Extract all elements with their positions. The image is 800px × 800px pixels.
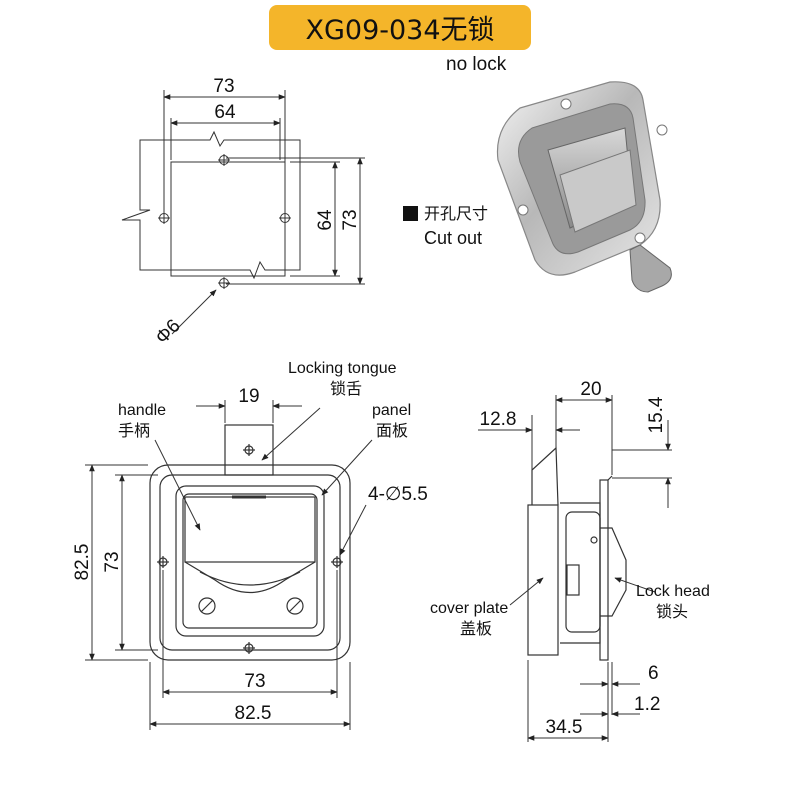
label-tongue-en: Locking tongue	[288, 360, 397, 377]
side-dim-20: 20	[580, 379, 601, 400]
label-handle-cn: 手柄	[118, 421, 150, 440]
side-view	[478, 395, 672, 742]
mounting-holes	[157, 444, 343, 654]
front-view	[85, 400, 373, 730]
front-dim-holes: 4-∅5.5	[368, 484, 428, 505]
flange	[599, 479, 609, 661]
product-title: XG09-034无锁	[305, 15, 495, 46]
front-dim-82-5-v: 82.5	[72, 544, 93, 581]
front-dim-82-5-h: 82.5	[235, 703, 272, 724]
cutout-dim-hole: Φ6	[152, 315, 185, 348]
subtitle: no lock	[446, 54, 507, 75]
cutout-dim-73-v: 73	[340, 209, 361, 230]
title-badge: XG09-034无锁	[269, 5, 531, 50]
front-dim-19: 19	[238, 386, 259, 407]
label-panel-en: panel	[372, 402, 411, 419]
legend-swatch	[403, 206, 418, 221]
cutout-dim-64-v: 64	[315, 209, 336, 231]
label-cover-cn: 盖板	[460, 619, 492, 638]
front-dim-73-v: 73	[102, 551, 123, 572]
lock-head	[600, 527, 627, 617]
label-lock-cn: 锁头	[656, 602, 688, 621]
side-dim-34-5: 34.5	[546, 717, 583, 738]
side-dim-15-4: 15.4	[646, 396, 667, 433]
cutout-square	[170, 161, 286, 277]
side-dim-12-8: 12.8	[480, 409, 517, 430]
panel-outline	[149, 464, 351, 661]
handle-grip	[184, 561, 316, 593]
label-cover-en: cover plate	[430, 600, 508, 617]
cover-plate	[527, 504, 559, 656]
front-dim-73-h: 73	[244, 671, 265, 692]
cutout-view	[121, 90, 365, 335]
handle-body	[184, 496, 316, 563]
label-lock-en: Lock head	[636, 583, 710, 600]
legend-label-cn: 开孔尺寸	[424, 204, 488, 223]
recess-outline	[175, 485, 325, 637]
cutout-dim-64-h: 64	[214, 102, 236, 123]
cutout-holes	[158, 154, 291, 289]
legend-label-en: Cut out	[424, 228, 482, 248]
label-handle-en: handle	[118, 402, 166, 419]
side-dim-6: 6	[648, 663, 659, 684]
label-tongue-cn: 锁舌	[330, 379, 362, 398]
label-panel-cn: 面板	[376, 421, 408, 440]
cutout-dim-73-h: 73	[213, 76, 234, 97]
side-dim-1-2: 1.2	[634, 694, 660, 715]
product-photo	[496, 81, 672, 293]
